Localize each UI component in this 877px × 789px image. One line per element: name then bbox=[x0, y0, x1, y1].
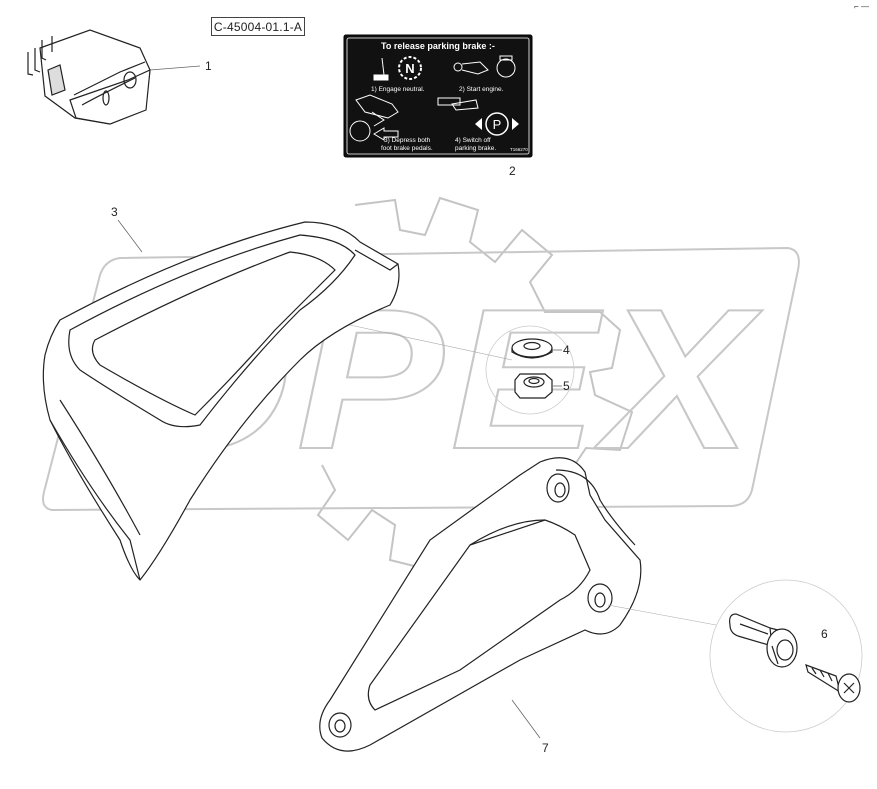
decal-step-4b: parking brake. bbox=[455, 145, 496, 152]
callout-4: 4 bbox=[563, 343, 570, 357]
gear-lever-icon bbox=[373, 57, 389, 81]
mounting-plate bbox=[319, 457, 642, 752]
rocker-switch-icon bbox=[27, 29, 151, 125]
callout-2: 2 bbox=[509, 164, 516, 178]
nut bbox=[514, 373, 553, 399]
brake-pedals-icon bbox=[349, 94, 399, 142]
leader-line-6 bbox=[607, 604, 717, 626]
decal-title: To release parking brake :- bbox=[381, 41, 495, 51]
parking-brake-decal: To release parking brake :- N 1) Engage … bbox=[343, 34, 533, 158]
leader-line-4-5 bbox=[349, 324, 513, 361]
callout-1: 1 bbox=[205, 59, 212, 73]
screw bbox=[805, 664, 861, 703]
washer bbox=[511, 338, 553, 359]
callout-6: 6 bbox=[821, 627, 828, 641]
corner-mark: ⌐ ― bbox=[854, 2, 869, 11]
diagram-code-label: C-45004-01.1-A bbox=[211, 17, 305, 36]
decal-part-code: T166270 bbox=[510, 147, 528, 152]
neutral-gear-icon: N bbox=[398, 56, 422, 80]
decal-step-1: 1) Engage neutral. bbox=[371, 86, 425, 93]
decal-step-2: 2) Start engine. bbox=[459, 86, 504, 93]
parking-symbol: P bbox=[493, 117, 502, 132]
watermark-gear bbox=[316, 196, 634, 572]
detail-circle-4-5 bbox=[485, 325, 575, 415]
decal-step-4a: 4) Switch off bbox=[455, 137, 491, 144]
parking-brake-icon: P bbox=[437, 97, 519, 136]
leader-line-7 bbox=[511, 699, 541, 739]
console-cover bbox=[42, 221, 400, 581]
leader-line-1 bbox=[149, 65, 201, 71]
callout-3: 3 bbox=[111, 205, 118, 219]
callout-7: 7 bbox=[542, 741, 549, 755]
neutral-symbol: N bbox=[405, 61, 414, 76]
engine-start-icon bbox=[453, 55, 516, 78]
watermark-frame bbox=[42, 246, 800, 512]
push-rivet bbox=[729, 613, 798, 668]
decal-step-3a: 3) Depress both bbox=[384, 137, 431, 144]
callout-5: 5 bbox=[563, 379, 570, 393]
detail-circle-6 bbox=[709, 579, 863, 733]
decal-step-3b: foot brake pedals. bbox=[381, 145, 433, 152]
leader-line-3 bbox=[117, 219, 143, 253]
